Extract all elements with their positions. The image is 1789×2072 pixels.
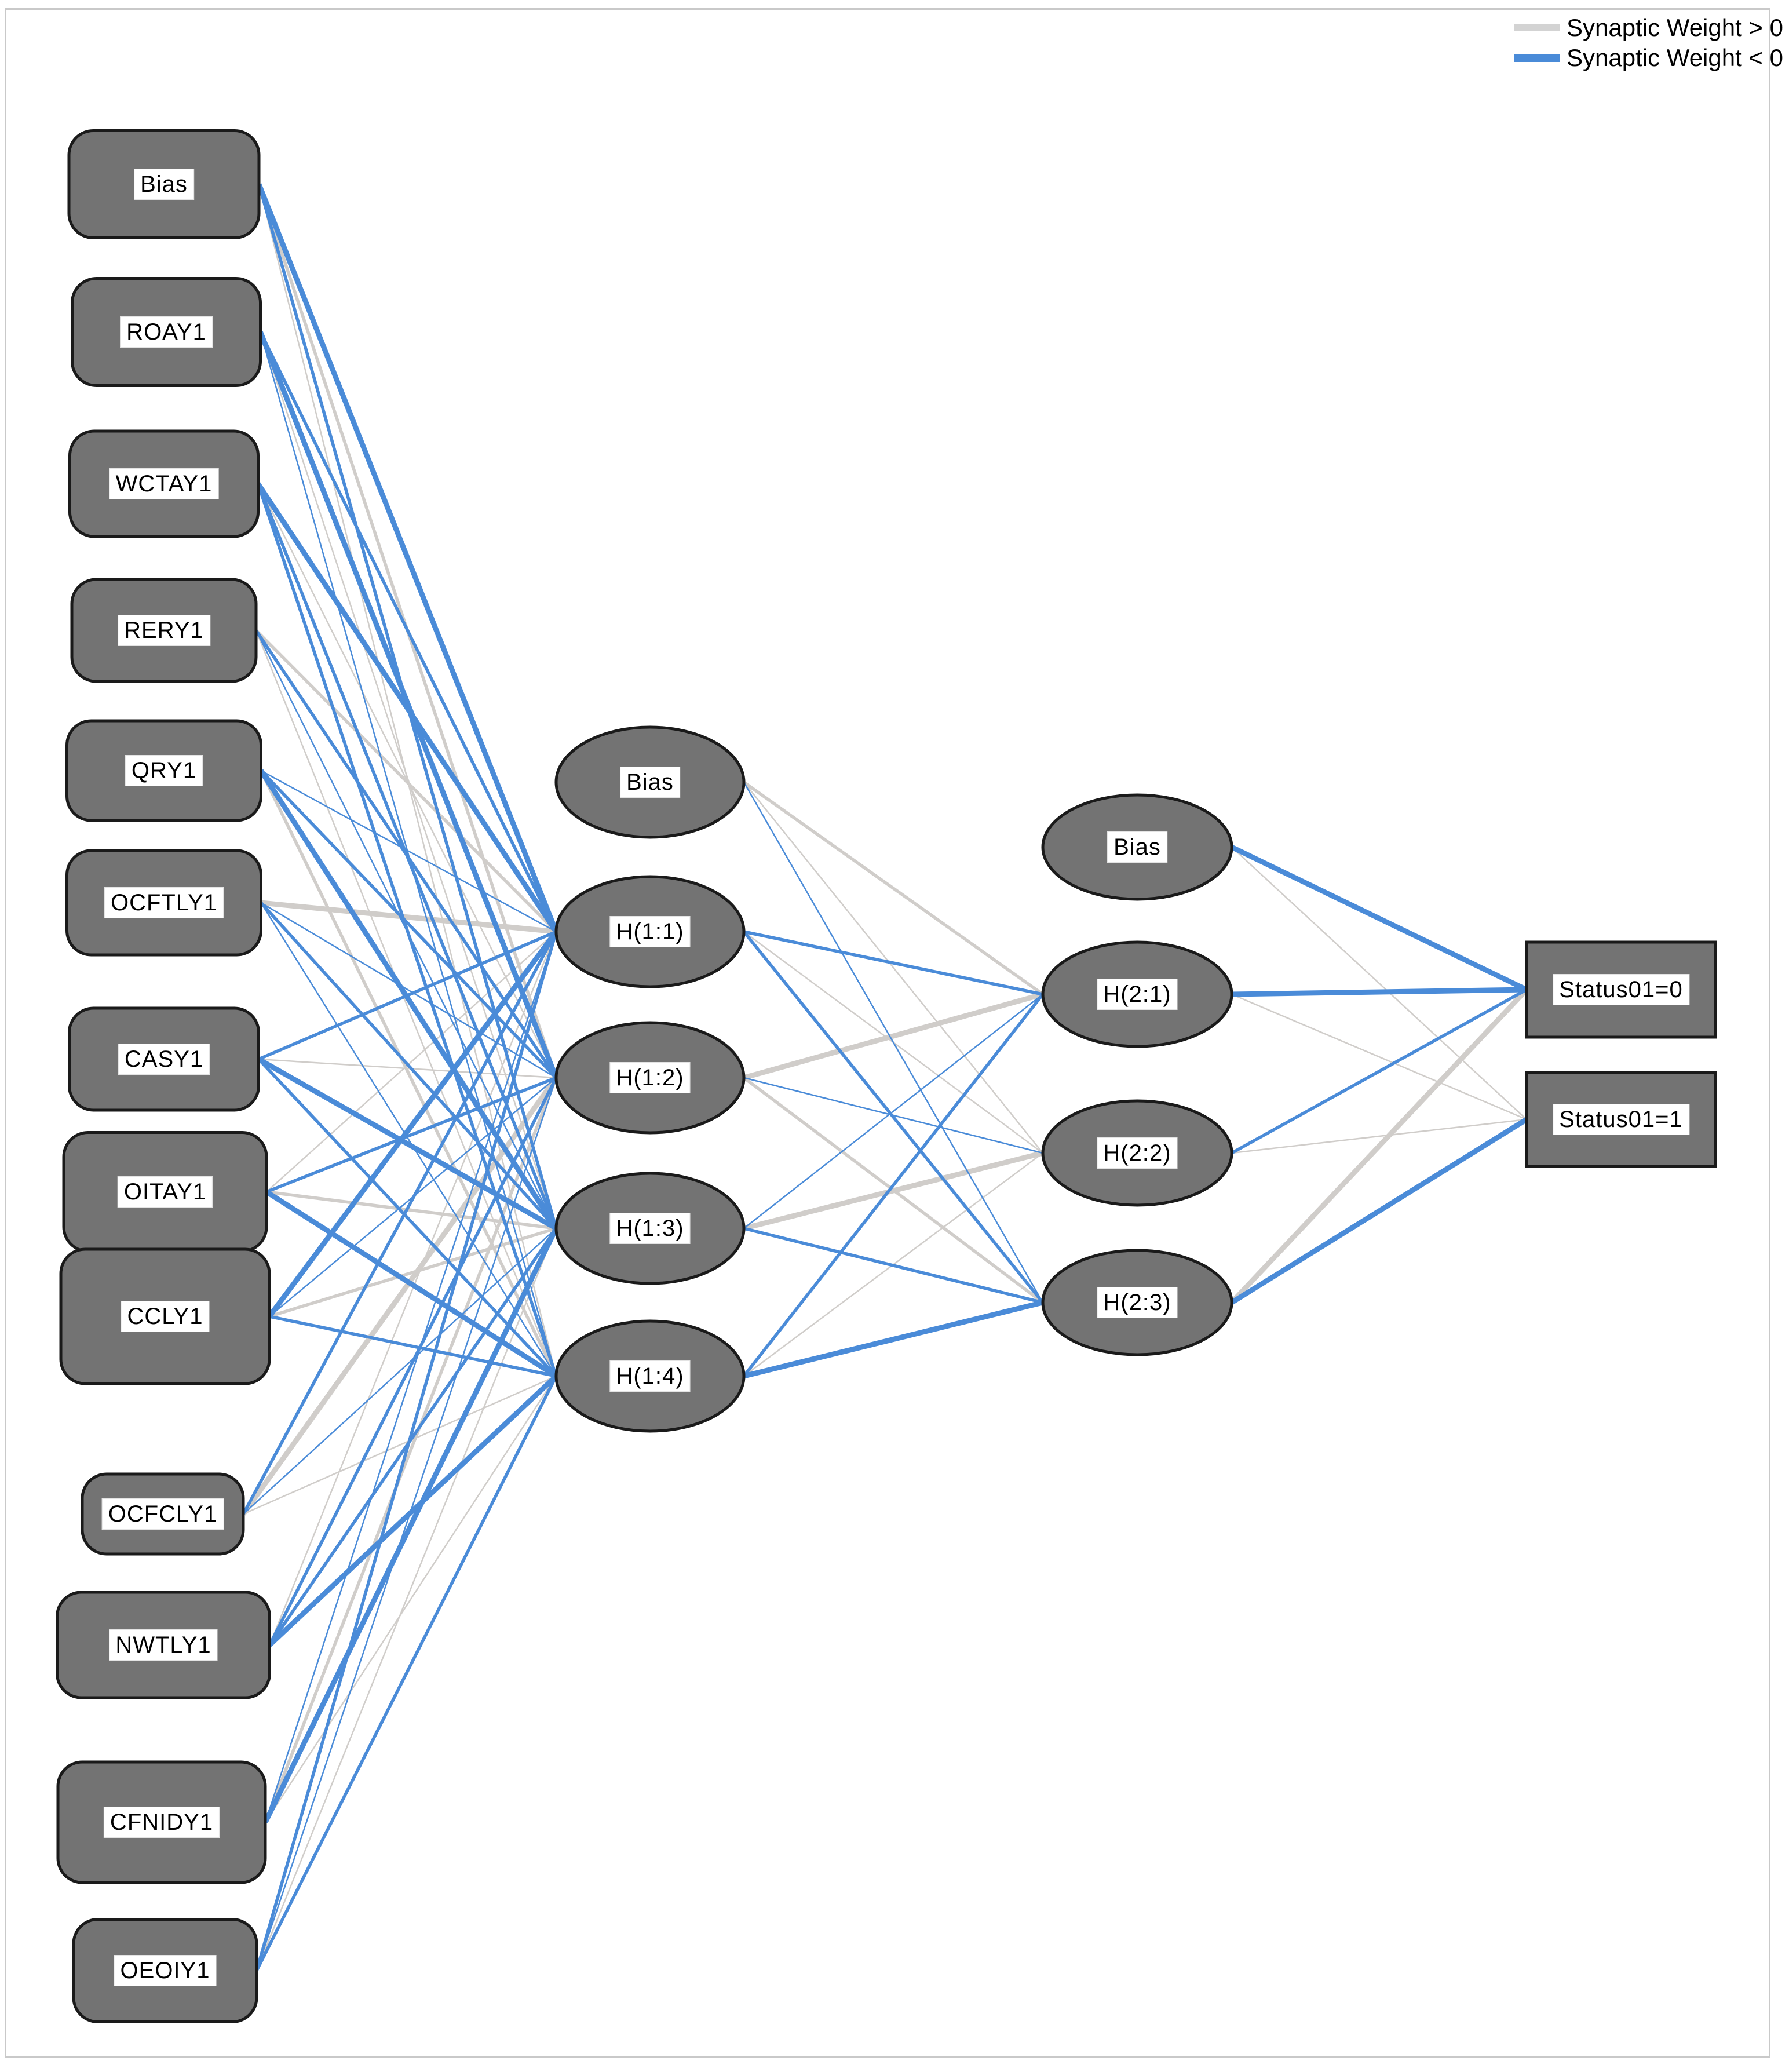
input-node-label-rery1: RERY1 bbox=[118, 615, 210, 646]
synaptic-connection-negative bbox=[265, 1190, 558, 1378]
synaptic-connection-negative bbox=[255, 931, 558, 1971]
synaptic-connection-positive bbox=[255, 1228, 557, 1971]
legend-label-negative: Synaptic Weight < 0 bbox=[1567, 44, 1783, 71]
input-node-label-bias: Bias bbox=[134, 169, 194, 200]
hidden2-node-label-h-2-3: H(2:3) bbox=[1097, 1287, 1178, 1318]
synaptic-connection-positive bbox=[1231, 1118, 1527, 1154]
synaptic-connection-negative bbox=[743, 930, 1043, 996]
synaptic-connection-negative bbox=[1231, 987, 1527, 997]
synaptic-connection-negative bbox=[255, 1375, 558, 1972]
input-node-label-ccly1: CCLY1 bbox=[121, 1301, 210, 1332]
synaptic-connection-negative bbox=[243, 1228, 557, 1515]
synaptic-connection-positive bbox=[1231, 847, 1527, 1120]
synaptic-connection-positive bbox=[243, 1375, 557, 1515]
synaptic-connection-negative bbox=[1230, 1117, 1528, 1305]
synaptic-connection-negative bbox=[257, 1057, 558, 1231]
synaptic-connection-negative bbox=[742, 993, 1045, 1377]
negative-weight-swatch bbox=[1514, 54, 1560, 62]
input-node-label-oeoiy1: OEOIY1 bbox=[114, 1955, 217, 1986]
hidden1-node-label-h-1-3: H(1:3) bbox=[609, 1213, 691, 1244]
hidden1-node-label-h-1-1: H(1:1) bbox=[609, 916, 691, 947]
synaptic-connection-negative bbox=[1231, 844, 1528, 993]
input-node-label-oitay1: OITAY1 bbox=[117, 1176, 213, 1208]
synaptic-connection-negative bbox=[260, 902, 557, 1079]
synaptic-connection-negative bbox=[742, 931, 1045, 1304]
hidden1-node-label-bias: Bias bbox=[620, 767, 680, 798]
synaptic-connection-positive bbox=[743, 1150, 1044, 1231]
input-node-label-ocftly1: OCFTLY1 bbox=[104, 887, 224, 918]
synaptic-connection-negative bbox=[743, 1300, 1044, 1379]
synaptic-connection-positive bbox=[258, 1058, 557, 1079]
legend-label-positive: Synaptic Weight > 0 bbox=[1567, 14, 1783, 41]
synaptic-connection-negative bbox=[257, 1058, 558, 1377]
synaptic-connection-positive bbox=[269, 1227, 557, 1318]
synaptic-connection-negative bbox=[264, 931, 557, 1823]
synaptic-connection-positive bbox=[743, 991, 1044, 1081]
legend-row-positive: Synaptic Weight > 0 bbox=[1514, 14, 1783, 42]
positive-weight-swatch bbox=[1514, 24, 1560, 31]
input-node-label-nwtly1: NWTLY1 bbox=[109, 1629, 218, 1661]
synaptic-connection-positive bbox=[266, 931, 557, 1192]
synaptic-connection-negative bbox=[743, 1077, 1043, 1154]
hidden2-node-label-bias: Bias bbox=[1107, 831, 1167, 863]
synaptic-connection-positive bbox=[743, 782, 1043, 1154]
input-node-label-wctay1: WCTAY1 bbox=[109, 468, 219, 499]
input-node-label-qry1: QRY1 bbox=[125, 755, 203, 786]
legend-row-negative: Synaptic Weight < 0 bbox=[1514, 44, 1783, 72]
synaptic-connection-negative bbox=[743, 1227, 1043, 1304]
output-node-label-status01-1: Status01=1 bbox=[1553, 1104, 1689, 1135]
synaptic-connection-positive bbox=[255, 629, 557, 933]
synaptic-connection-negative bbox=[255, 630, 557, 1229]
hidden1-node-label-h-1-4: H(1:4) bbox=[609, 1360, 691, 1392]
synaptic-connection-negative bbox=[269, 1315, 557, 1378]
synaptic-connection-positive bbox=[255, 630, 557, 1377]
synaptic-connection-negative bbox=[743, 994, 1043, 1229]
synaptic-connection-negative bbox=[262, 1227, 559, 1823]
input-node-label-roay1: ROAY1 bbox=[120, 316, 213, 348]
hidden2-node-label-h-2-1: H(2:1) bbox=[1097, 979, 1178, 1010]
input-node-label-ocfcly1: OCFCLY1 bbox=[101, 1498, 224, 1530]
input-node-label-casy1: CASY1 bbox=[118, 1044, 210, 1075]
synaptic-connection-positive bbox=[260, 331, 557, 1229]
input-node-label-cfnidy1: CFNIDY1 bbox=[103, 1807, 220, 1838]
synaptic-connection-negative bbox=[256, 183, 559, 933]
legend: Synaptic Weight > 0 Synaptic Weight < 0 bbox=[1514, 14, 1783, 72]
output-node-label-status01-0: Status01=0 bbox=[1553, 974, 1689, 1005]
synaptic-connection-negative bbox=[268, 1374, 558, 1647]
synaptic-connection-negative bbox=[258, 930, 557, 1061]
synaptic-connection-positive bbox=[264, 1376, 557, 1823]
synaptic-connection-negative bbox=[255, 482, 558, 933]
synaptic-connection-negative bbox=[242, 931, 558, 1515]
synaptic-connection-negative bbox=[743, 782, 1044, 1303]
synaptic-connection-positive bbox=[1229, 987, 1529, 1305]
synaptic-connection-positive bbox=[743, 780, 1044, 996]
synaptic-connection-positive bbox=[264, 1077, 558, 1823]
synaptic-connection-negative bbox=[255, 1077, 557, 1971]
synaptic-connection-positive bbox=[260, 769, 558, 1377]
hidden1-node-label-h-1-2: H(1:2) bbox=[609, 1062, 691, 1093]
synaptic-connection-negative bbox=[268, 1227, 558, 1646]
synaptic-connection-positive bbox=[269, 931, 557, 1646]
synaptic-connection-negative bbox=[1231, 988, 1528, 1155]
synaptic-connection-negative bbox=[267, 930, 558, 1318]
synaptic-connection-positive bbox=[1231, 993, 1527, 1121]
hidden2-node-label-h-2-2: H(2:2) bbox=[1097, 1137, 1178, 1169]
synaptic-connection-negative bbox=[268, 1077, 558, 1646]
synaptic-connection-negative bbox=[259, 331, 558, 933]
synaptic-connection-negative bbox=[258, 769, 558, 1230]
synaptic-connection-negative bbox=[260, 769, 557, 933]
synaptic-connection-positive bbox=[261, 900, 557, 935]
